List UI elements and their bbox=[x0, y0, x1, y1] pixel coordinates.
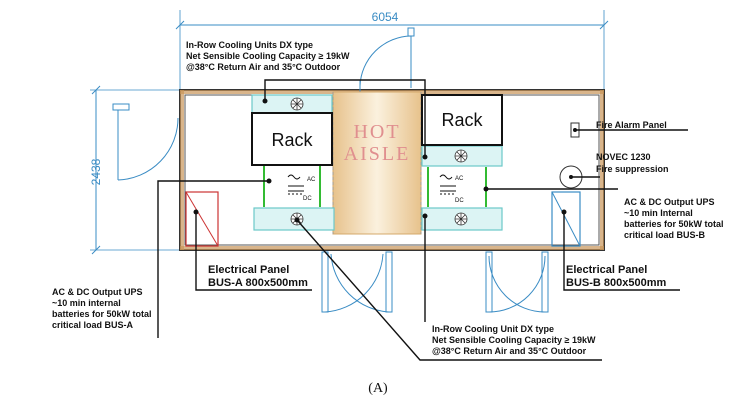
novec-line-2: Fire suppression bbox=[596, 164, 669, 174]
panel-a-line-2: BUS-A 800x500mm bbox=[208, 277, 308, 289]
cooling-unit-right-middle bbox=[421, 145, 503, 167]
hot-aisle-label-2: AISLE bbox=[344, 143, 411, 165]
width-dimension-label: 6054 bbox=[372, 10, 399, 24]
fire-alarm-label: Fire Alarm Panel bbox=[596, 120, 667, 130]
ups-right-line-2: ~10 min Internal bbox=[624, 208, 693, 218]
fan-icon bbox=[454, 149, 468, 163]
annotation-panel-a: Electrical Panel BUS-A 800x500mm bbox=[208, 264, 308, 289]
height-dimension-label: 2438 bbox=[89, 158, 103, 185]
ups-left-line-3: batteries for 50kW total bbox=[52, 309, 152, 319]
rack-right: Rack bbox=[421, 94, 503, 146]
novec-line-1: NOVEC 1230 bbox=[596, 152, 651, 162]
annotation-cooling-bottom: In-Row Cooling Unit DX type Net Sensible… bbox=[432, 324, 596, 356]
height-dimension: 2438 bbox=[89, 85, 180, 255]
leader-lines bbox=[157, 79, 688, 361]
figure-caption: (A) bbox=[368, 381, 388, 396]
left-door bbox=[112, 103, 179, 181]
fan-icon bbox=[454, 212, 468, 226]
cooling-top-line-2: Net Sensible Cooling Capacity ≥ 19kW bbox=[186, 51, 350, 61]
ups-left-ac: AC bbox=[307, 177, 316, 183]
ups-left-line-4: critical load BUS-A bbox=[52, 320, 134, 330]
cooling-top-line-1: In-Row Cooling Units DX type bbox=[186, 40, 313, 50]
electrical-panel-a bbox=[185, 191, 219, 247]
ups-left-line-1: AC & DC Output UPS bbox=[52, 287, 143, 297]
panel-b-line-2: BUS-B 800x500mm bbox=[566, 277, 666, 289]
fan-icon bbox=[290, 97, 304, 111]
cooling-bottom-line-1: In-Row Cooling Unit DX type bbox=[432, 324, 554, 334]
ups-right-line-1: AC & DC Output UPS bbox=[624, 197, 715, 207]
hot-aisle-label-1: HOT bbox=[353, 121, 400, 143]
ups-left-line-2: ~10 min internal bbox=[52, 298, 121, 308]
ups-symbol-left: AC DC bbox=[287, 174, 316, 202]
annotation-cooling-top: In-Row Cooling Units DX type Net Sensibl… bbox=[186, 40, 350, 72]
cooling-unit-bottom-left bbox=[253, 207, 335, 231]
width-dimension: 6054 bbox=[175, 10, 609, 92]
ups-symbol-right: AC DC bbox=[439, 174, 464, 204]
cooling-unit-top-left bbox=[251, 94, 333, 114]
leader-dots bbox=[193, 98, 577, 223]
panel-a-line-1: Electrical Panel bbox=[208, 264, 289, 276]
cooling-unit-right-bottom bbox=[421, 207, 503, 231]
ups-right-ac: AC bbox=[455, 176, 464, 182]
ups-right-line-3: batteries for 50kW total bbox=[624, 219, 724, 229]
cooling-bottom-line-3: @38°C Return Air and 35°C Outdoor bbox=[432, 346, 587, 356]
cooling-bottom-line-2: Net Sensible Cooling Capacity ≥ 19kW bbox=[432, 335, 596, 345]
bottom-double-door bbox=[321, 251, 549, 313]
ups-left-dc: DC bbox=[303, 196, 312, 202]
rack-right-label: Rack bbox=[441, 110, 483, 130]
annotation-fire-alarm: Fire Alarm Panel bbox=[596, 120, 667, 130]
annotation-ups-left: AC & DC Output UPS ~10 min internal batt… bbox=[52, 287, 152, 330]
panel-b-line-1: Electrical Panel bbox=[566, 264, 647, 276]
annotation-ups-right: AC & DC Output UPS ~10 min Internal batt… bbox=[624, 197, 724, 240]
rack-left: Rack bbox=[251, 112, 333, 166]
rack-left-label: Rack bbox=[271, 130, 313, 150]
ups-right-line-4: critical load BUS-B bbox=[624, 230, 706, 240]
annotation-panel-b: Electrical Panel BUS-B 800x500mm bbox=[566, 264, 666, 289]
annotation-novec: NOVEC 1230 Fire suppression bbox=[596, 152, 669, 174]
hot-aisle: HOT AISLE bbox=[332, 91, 422, 235]
top-door bbox=[359, 27, 415, 92]
electrical-panel-b bbox=[551, 191, 581, 247]
ups-right-dc: DC bbox=[455, 198, 464, 204]
cooling-top-line-3: @38°C Return Air and 35°C Outdoor bbox=[186, 62, 341, 72]
